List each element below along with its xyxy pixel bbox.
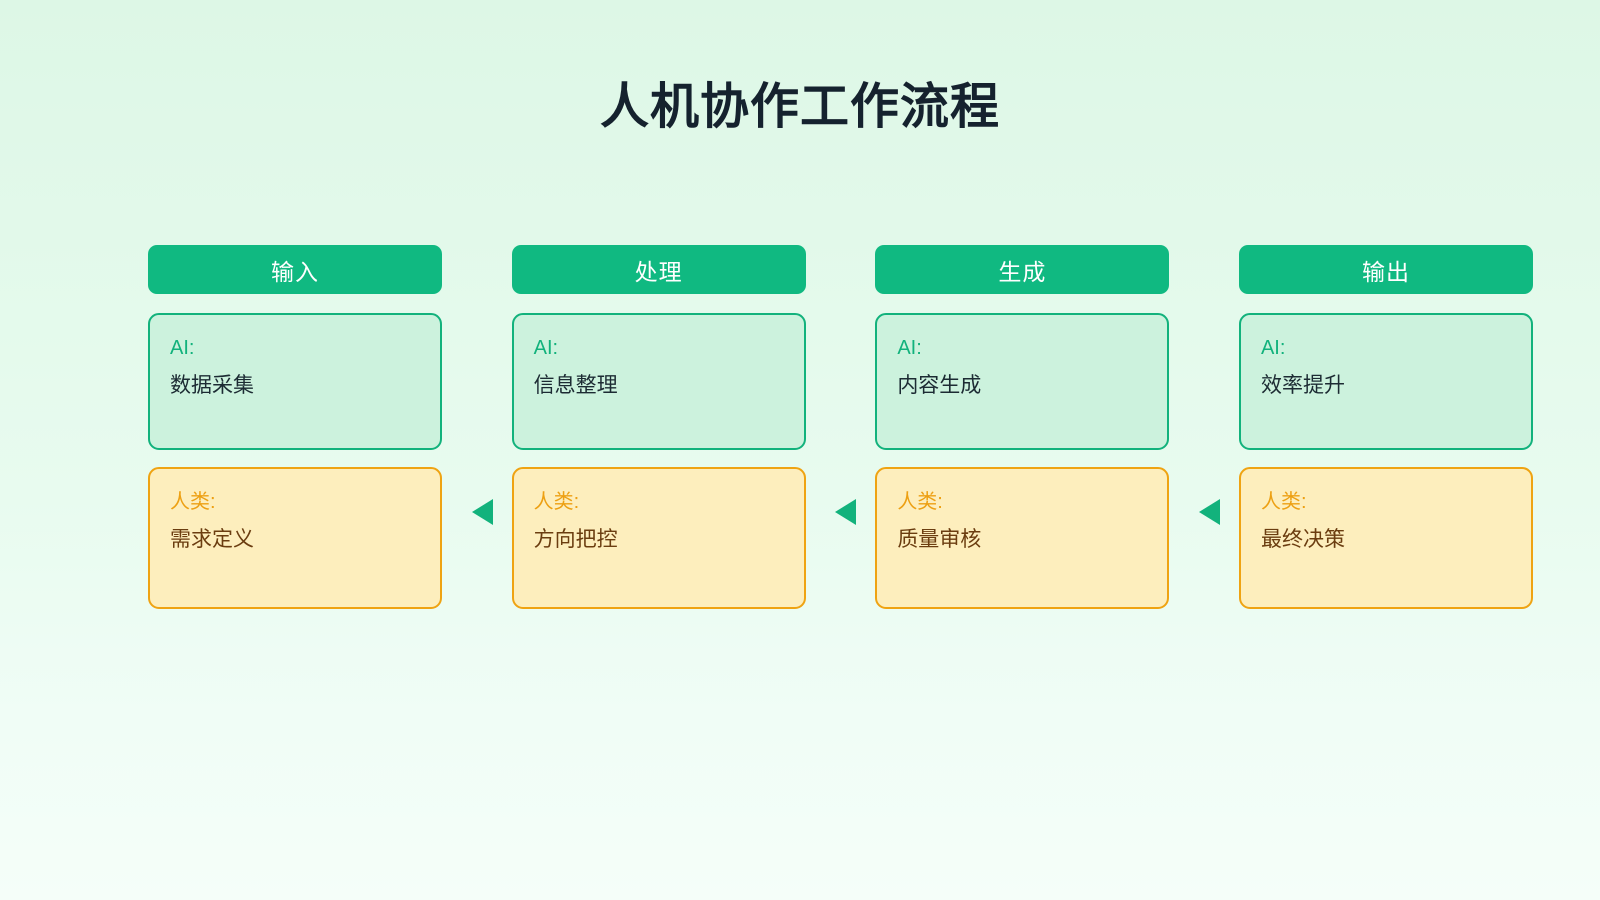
workflow-column-generate: 生成 AI: 内容生成 人类: 质量审核 <box>835 245 1170 609</box>
workflow-column-input: 输入 AI: 数据采集 人类: 需求定义 <box>148 245 442 609</box>
stage-header-input[interactable]: 输入 <box>148 245 442 294</box>
triangle-left-icon <box>1198 499 1220 525</box>
human-role-label: 人类: <box>533 491 580 513</box>
human-card-text: 最终决策 <box>1260 528 1345 551</box>
workflow-column-process: 处理 AI: 信息整理 人类: 方向把控 <box>471 245 806 609</box>
human-card-process[interactable]: 人类: 方向把控 <box>511 467 806 609</box>
ai-role-label: AI: <box>170 337 195 359</box>
stage-header-generate[interactable]: 生成 <box>875 245 1170 294</box>
ai-role-label: AI: <box>1260 337 1286 359</box>
ai-card-output[interactable]: AI: 效率提升 <box>1238 313 1533 450</box>
human-role-label: 人类: <box>897 491 943 513</box>
human-card-text: 质量审核 <box>897 528 982 551</box>
ai-card-text: 数据采集 <box>170 374 254 397</box>
ai-card-input[interactable]: AI: 数据采集 <box>148 313 442 450</box>
ai-card-generate[interactable]: AI: 内容生成 <box>875 313 1170 450</box>
human-role-label: 人类: <box>1260 491 1307 513</box>
workflow-columns: 输入 AI: 数据采集 人类: 需求定义 处理 AI: 信息整理 人类: 方向把 <box>148 245 1533 609</box>
human-card-text: 需求定义 <box>170 528 254 551</box>
human-card-output[interactable]: 人类: 最终决策 <box>1238 467 1533 609</box>
ai-card-text: 内容生成 <box>897 374 982 397</box>
triangle-left-icon <box>471 499 493 525</box>
ai-card-text: 信息整理 <box>533 374 618 397</box>
ai-role-label: AI: <box>897 337 922 359</box>
stage-header-label: 处理 <box>634 258 683 285</box>
human-card-text: 方向把控 <box>533 528 618 551</box>
human-role-label: 人类: <box>170 491 216 513</box>
stage-header-label: 生成 <box>998 258 1047 285</box>
ai-card-process[interactable]: AI: 信息整理 <box>511 313 806 450</box>
ai-card-text: 效率提升 <box>1260 374 1345 397</box>
human-card-generate[interactable]: 人类: 质量审核 <box>875 467 1170 609</box>
human-card-input[interactable]: 人类: 需求定义 <box>148 467 442 609</box>
stage-header-process[interactable]: 处理 <box>511 245 806 294</box>
page-title: 人机协作工作流程 <box>599 80 1000 134</box>
triangle-left-icon <box>835 499 857 525</box>
workflow-column-output: 输出 AI: 效率提升 人类: 最终决策 <box>1198 245 1533 609</box>
stage-header-output[interactable]: 输出 <box>1238 245 1533 294</box>
ai-role-label: AI: <box>533 337 559 359</box>
stage-header-label: 输出 <box>1361 258 1410 285</box>
stage-header-label: 输入 <box>271 258 319 285</box>
